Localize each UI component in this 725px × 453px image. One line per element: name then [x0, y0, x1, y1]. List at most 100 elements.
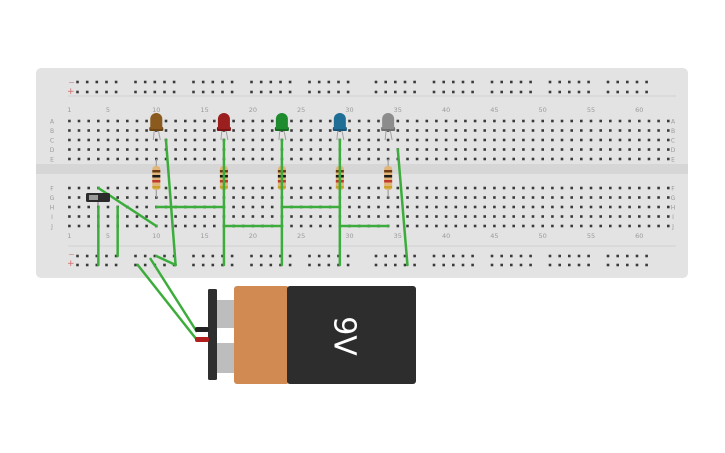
- rail-hole[interactable]: [471, 80, 474, 84]
- breadboard-hole[interactable]: [87, 148, 90, 151]
- rail-hole[interactable]: [269, 80, 273, 84]
- breadboard-hole[interactable]: [261, 138, 264, 142]
- rail-hole[interactable]: [519, 263, 523, 267]
- breadboard-hole[interactable]: [454, 129, 458, 132]
- breadboard-hole[interactable]: [609, 205, 612, 209]
- rail-hole[interactable]: [143, 254, 147, 258]
- rail-hole[interactable]: [635, 80, 639, 84]
- breadboard-hole[interactable]: [106, 157, 110, 161]
- breadboard-hole[interactable]: [531, 215, 535, 218]
- breadboard-hole[interactable]: [406, 196, 409, 199]
- breadboard-hole[interactable]: [667, 196, 670, 199]
- breadboard-hole[interactable]: [609, 215, 612, 218]
- breadboard-hole[interactable]: [68, 224, 71, 228]
- rail-hole[interactable]: [95, 80, 99, 84]
- breadboard-hole[interactable]: [522, 148, 525, 151]
- breadboard-hole[interactable]: [647, 119, 651, 123]
- breadboard-hole[interactable]: [145, 186, 148, 190]
- breadboard-hole[interactable]: [473, 157, 477, 161]
- breadboard-hole[interactable]: [580, 129, 583, 132]
- led-green[interactable]: [274, 113, 289, 141]
- breadboard-hole[interactable]: [647, 196, 651, 199]
- rail-hole[interactable]: [192, 263, 195, 267]
- breadboard-hole[interactable]: [377, 196, 380, 199]
- breadboard-hole[interactable]: [184, 186, 187, 190]
- rail-hole[interactable]: [519, 80, 523, 84]
- breadboard-hole[interactable]: [657, 157, 660, 161]
- rail-hole[interactable]: [308, 90, 311, 94]
- breadboard-hole[interactable]: [483, 119, 486, 123]
- breadboard-hole[interactable]: [599, 148, 602, 151]
- breadboard-hole[interactable]: [560, 148, 564, 151]
- breadboard-hole[interactable]: [126, 224, 129, 228]
- breadboard-hole[interactable]: [357, 186, 361, 190]
- breadboard-hole[interactable]: [348, 157, 351, 161]
- breadboard-hole[interactable]: [77, 215, 81, 218]
- rail-hole[interactable]: [279, 263, 282, 267]
- breadboard-hole[interactable]: [493, 196, 496, 199]
- breadboard-hole[interactable]: [444, 138, 448, 142]
- breadboard-hole[interactable]: [589, 205, 593, 209]
- breadboard-hole[interactable]: [580, 148, 583, 151]
- breadboard-hole[interactable]: [193, 148, 197, 151]
- breadboard-hole[interactable]: [512, 186, 515, 190]
- breadboard-hole[interactable]: [126, 148, 129, 151]
- breadboard-hole[interactable]: [502, 119, 506, 123]
- breadboard-hole[interactable]: [174, 138, 177, 142]
- rail-hole[interactable]: [471, 254, 474, 258]
- breadboard-hole[interactable]: [145, 148, 148, 151]
- breadboard-hole[interactable]: [348, 215, 351, 218]
- rail-hole[interactable]: [577, 254, 581, 258]
- breadboard-hole[interactable]: [106, 138, 110, 142]
- rail-hole[interactable]: [85, 90, 89, 94]
- breadboard-hole[interactable]: [145, 157, 148, 161]
- rail-hole[interactable]: [201, 263, 205, 267]
- breadboard-hole[interactable]: [483, 138, 486, 142]
- breadboard-hole[interactable]: [435, 196, 438, 199]
- breadboard-hole[interactable]: [290, 196, 293, 199]
- rail-hole[interactable]: [374, 80, 378, 84]
- breadboard-hole[interactable]: [270, 119, 274, 123]
- breadboard-hole[interactable]: [415, 196, 419, 199]
- breadboard-hole[interactable]: [415, 215, 419, 218]
- rail-hole[interactable]: [221, 90, 224, 94]
- rail-hole[interactable]: [500, 263, 503, 267]
- breadboard-hole[interactable]: [386, 138, 390, 142]
- rail-hole[interactable]: [201, 254, 205, 258]
- rail-hole[interactable]: [645, 263, 648, 267]
- breadboard-hole[interactable]: [425, 205, 429, 209]
- breadboard-hole[interactable]: [638, 129, 641, 132]
- breadboard-hole[interactable]: [493, 138, 496, 142]
- breadboard-hole[interactable]: [444, 205, 448, 209]
- breadboard-hole[interactable]: [512, 205, 515, 209]
- breadboard-hole[interactable]: [319, 148, 322, 151]
- breadboard-hole[interactable]: [541, 196, 544, 199]
- breadboard-hole[interactable]: [203, 196, 206, 199]
- rail-hole[interactable]: [442, 263, 445, 267]
- rail-hole[interactable]: [461, 254, 465, 258]
- breadboard-hole[interactable]: [425, 138, 429, 142]
- breadboard-hole[interactable]: [502, 196, 506, 199]
- breadboard-hole[interactable]: [145, 129, 148, 132]
- breadboard-hole[interactable]: [328, 157, 332, 161]
- breadboard-hole[interactable]: [444, 148, 448, 151]
- breadboard-hole[interactable]: [560, 129, 564, 132]
- breadboard-hole[interactable]: [357, 129, 361, 132]
- breadboard-hole[interactable]: [77, 186, 81, 190]
- rail-hole[interactable]: [153, 254, 157, 258]
- breadboard-hole[interactable]: [589, 119, 593, 123]
- breadboard-hole[interactable]: [531, 119, 535, 123]
- breadboard-hole[interactable]: [551, 186, 554, 190]
- breadboard-hole[interactable]: [251, 148, 255, 151]
- breadboard-hole[interactable]: [396, 215, 400, 218]
- breadboard-hole[interactable]: [135, 215, 139, 218]
- breadboard-hole[interactable]: [493, 224, 496, 228]
- breadboard-hole[interactable]: [628, 157, 631, 161]
- breadboard-hole[interactable]: [570, 129, 573, 132]
- breadboard-hole[interactable]: [628, 129, 631, 132]
- breadboard-hole[interactable]: [357, 119, 361, 123]
- breadboard-hole[interactable]: [473, 129, 477, 132]
- breadboard-hole[interactable]: [319, 129, 322, 132]
- breadboard-hole[interactable]: [232, 129, 235, 132]
- rail-hole[interactable]: [317, 263, 321, 267]
